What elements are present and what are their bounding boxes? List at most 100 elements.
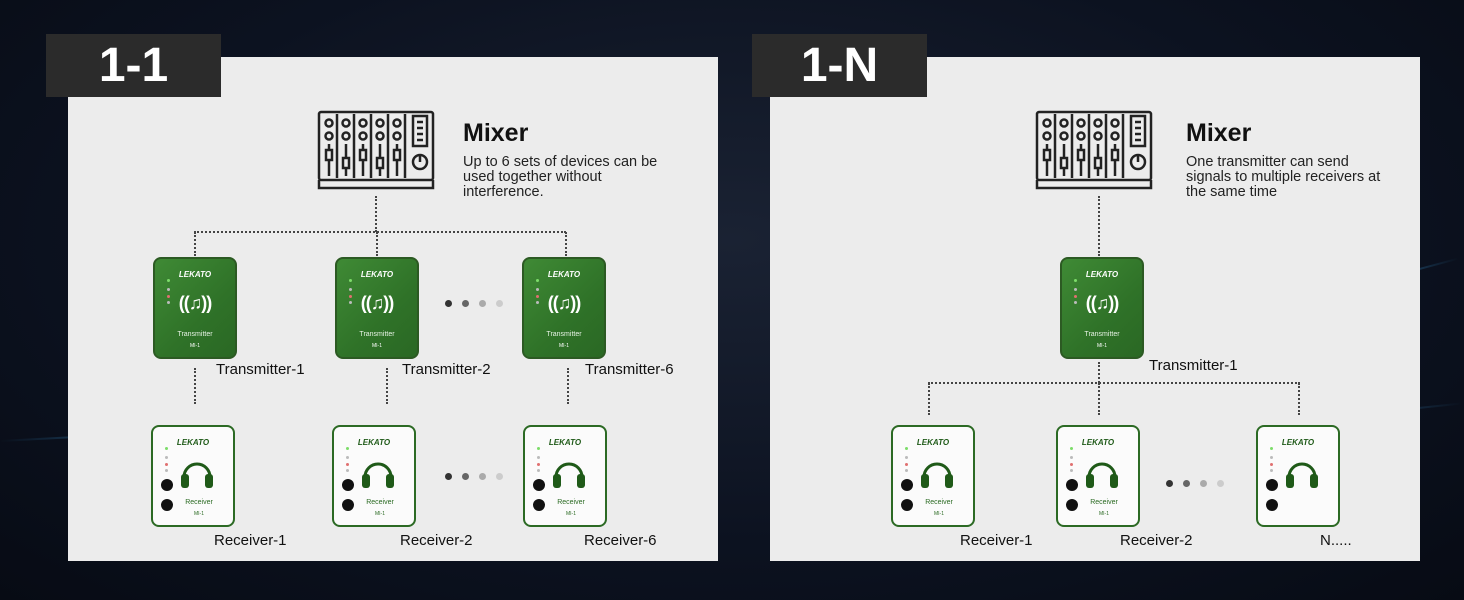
status-led	[349, 279, 352, 282]
status-led	[167, 295, 170, 298]
status-led	[346, 463, 349, 466]
connection-line	[386, 368, 388, 404]
connection-line	[194, 232, 196, 256]
status-led	[1070, 469, 1073, 472]
mixer-icon	[317, 110, 435, 197]
brand-logo: LEKATO	[1081, 438, 1115, 447]
status-led	[1074, 279, 1077, 282]
status-led	[536, 279, 539, 282]
headphones-icon	[919, 457, 955, 494]
volume-knob	[342, 479, 354, 491]
dot	[1183, 480, 1190, 487]
device-model: MI-1	[190, 343, 200, 349]
device-name: Receiver	[1090, 499, 1118, 506]
wireless-music-icon: ((♫))	[360, 293, 394, 313]
status-led	[167, 279, 170, 282]
receiver-label: Receiver-1	[960, 532, 1033, 549]
status-led	[1074, 301, 1077, 304]
volume-knob	[342, 499, 354, 511]
volume-knob	[1066, 479, 1078, 491]
receiver-label: Receiver-1	[214, 532, 287, 549]
status-led	[1074, 288, 1077, 291]
dot	[462, 300, 469, 307]
status-led	[905, 447, 908, 450]
status-led	[536, 295, 539, 298]
transmitter-label: Transmitter-2	[402, 361, 491, 378]
brand-logo: LEKATO	[1281, 438, 1315, 447]
receiver-device: LEKATO	[1256, 425, 1340, 527]
status-led	[536, 288, 539, 291]
device-model: MI-1	[566, 511, 576, 517]
volume-knob	[1266, 499, 1278, 511]
connection-line	[376, 232, 378, 256]
transmitter-label: Transmitter-6	[585, 361, 674, 378]
status-led	[1070, 463, 1073, 466]
status-led	[537, 447, 540, 450]
dot	[445, 473, 452, 480]
headphones-icon	[1084, 457, 1120, 494]
brand-logo: LEKATO	[916, 438, 950, 447]
status-led	[1270, 447, 1273, 450]
device-model: MI-1	[1097, 343, 1107, 349]
mixer-title: Mixer	[463, 119, 529, 147]
dot	[445, 300, 452, 307]
status-led	[536, 301, 539, 304]
wireless-music-icon: ((♫))	[547, 293, 581, 313]
device-name: Receiver	[366, 499, 394, 506]
connection-line	[928, 383, 930, 415]
volume-knob	[901, 499, 913, 511]
dot	[1166, 480, 1173, 487]
brand-logo: LEKATO	[360, 270, 394, 279]
connection-line	[1298, 383, 1300, 415]
brand-logo: LEKATO	[1085, 270, 1119, 279]
connection-line	[1098, 383, 1100, 415]
wireless-music-icon: ((♫))	[1085, 293, 1119, 313]
more-devices-dots	[1166, 480, 1224, 487]
headphones-icon	[360, 457, 396, 494]
device-model: MI-1	[372, 343, 382, 349]
receiver-label: Receiver-2	[1120, 532, 1193, 549]
volume-knob	[901, 479, 913, 491]
status-led	[165, 463, 168, 466]
device-model: MI-1	[559, 343, 569, 349]
volume-knob	[1066, 499, 1078, 511]
receiver-label: N.....	[1320, 532, 1352, 549]
status-led	[905, 463, 908, 466]
volume-knob	[533, 499, 545, 511]
device-name: Receiver	[557, 499, 585, 506]
mixer-icon	[1035, 110, 1153, 197]
brand-logo: LEKATO	[548, 438, 582, 447]
connection-line	[928, 382, 1300, 384]
dot	[496, 300, 503, 307]
dot	[462, 473, 469, 480]
device-model: MI-1	[194, 511, 204, 517]
status-led	[167, 301, 170, 304]
status-led	[905, 469, 908, 472]
status-led	[1074, 295, 1077, 298]
device-name: Transmitter	[177, 331, 213, 338]
status-led	[346, 447, 349, 450]
status-led	[165, 456, 168, 459]
receiver-label: Receiver-6	[584, 532, 657, 549]
status-led	[349, 295, 352, 298]
dot	[1217, 480, 1224, 487]
headphones-icon	[551, 457, 587, 494]
device-name: Transmitter	[546, 331, 582, 338]
more-devices-dots	[445, 473, 503, 480]
volume-knob	[161, 479, 173, 491]
dot	[1200, 480, 1207, 487]
volume-knob	[161, 499, 173, 511]
mode-tag-1-1: 1-1	[46, 34, 221, 97]
more-devices-dots	[445, 300, 503, 307]
status-led	[537, 469, 540, 472]
connection-line	[567, 368, 569, 404]
device-model: MI-1	[375, 511, 385, 517]
dot	[496, 473, 503, 480]
status-led	[165, 447, 168, 450]
